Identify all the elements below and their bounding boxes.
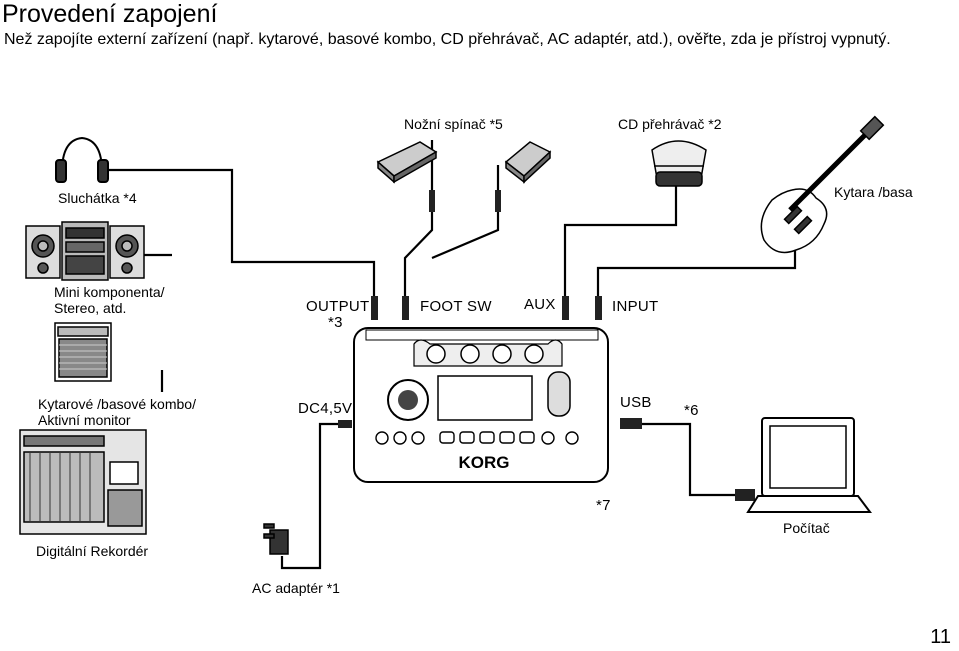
ac-adapter-icon: [263, 523, 289, 555]
knobs: [426, 344, 544, 364]
dc-cable: [280, 422, 348, 570]
panel-output-note: *3: [328, 314, 343, 331]
cd-cable: [563, 185, 678, 300]
plugs: [338, 190, 755, 501]
label-headphones: Sluchátka *4: [58, 190, 137, 206]
panel-output: OUTPUT: [306, 298, 370, 315]
label-recorder: Digitální Rekordér: [36, 543, 149, 559]
panel-note-7: *7: [596, 497, 611, 514]
amp-combo-icon: [54, 322, 112, 382]
cd-player-icon: [651, 140, 707, 187]
guitar-cable: [596, 250, 797, 300]
page-title: Provedení zapojení: [2, 0, 218, 28]
laptop-icon: [746, 417, 872, 513]
panel-aux: AUX: [524, 296, 556, 313]
panel-dc: DC4,5V: [298, 400, 353, 417]
panel-input: INPUT: [612, 298, 659, 315]
mini-system-icon: [25, 221, 145, 281]
label-amp-2: Aktivní monitor: [38, 412, 131, 428]
page-number: 11: [930, 626, 951, 648]
label-guitar: Kytara /basa: [834, 184, 913, 200]
intro-paragraph: Než zapojíte externí zařízení (např. kyt…: [4, 31, 891, 48]
label-mini-system-1: Mini komponenta/: [54, 284, 165, 300]
panel-usb: USB: [620, 394, 652, 411]
korg-device: KORG: [353, 327, 609, 483]
display: [437, 375, 533, 421]
label-amp-1: Kytarové /basové kombo/: [38, 396, 196, 412]
label-computer: Počítač: [783, 520, 830, 536]
label-foot-switch: Nožní spínač *5: [404, 116, 503, 132]
label-cd-player: CD přehrávač *2: [618, 116, 722, 132]
headphones-cable: [104, 168, 376, 300]
footswitch-icon: [376, 141, 552, 184]
footswitch-cable: [403, 140, 434, 300]
value-wheel: [547, 371, 571, 417]
digital-recorder-icon: [19, 429, 147, 535]
label-ac-adapter: AC adaptér *1: [252, 580, 340, 596]
label-mini-system-2: Stereo, atd.: [54, 300, 127, 316]
usb-cable: [640, 422, 740, 497]
panel-foot-sw: FOOT SW: [420, 298, 492, 315]
device-brand: KORG: [459, 453, 510, 472]
cables: [104, 140, 797, 570]
guitar-icon: [760, 115, 885, 254]
headphones-icon: [55, 136, 109, 183]
buttons: [375, 431, 579, 445]
panel-usb-note: *6: [684, 402, 699, 419]
